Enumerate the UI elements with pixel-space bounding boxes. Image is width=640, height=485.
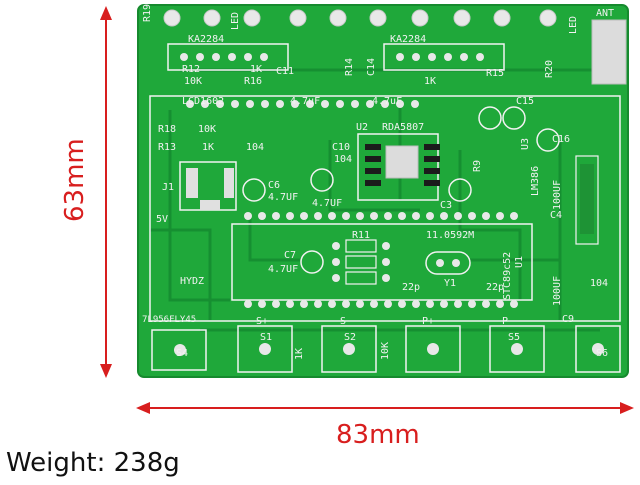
silk-r13: R13: [158, 142, 176, 153]
silk-p-plus: P+: [422, 316, 434, 327]
silk-ic-brand: 7L956FLY45: [142, 315, 196, 325]
silk-stc89c52: STC89c52: [502, 252, 513, 300]
silk-r18: R18: [158, 124, 176, 135]
silk-r16: R16: [244, 76, 262, 87]
silk-c14: C14: [366, 58, 377, 76]
silk-c16: C16: [552, 134, 570, 145]
height-label: 63mm: [60, 138, 90, 222]
silk-4-7uf-2: 4.7uF: [372, 96, 402, 107]
silk-led-top: LED: [230, 12, 241, 30]
silk-u3: U3: [520, 138, 531, 150]
silk-104-1: 104: [246, 142, 264, 153]
silk-s5: S5: [508, 332, 520, 343]
silk-104-2: 104: [334, 154, 352, 165]
silk-r14: R14: [344, 58, 355, 76]
silk-s4: S4: [176, 348, 188, 359]
silk-104-3: 104: [590, 278, 608, 289]
silk-c4: C4: [550, 210, 562, 221]
silk-c15: C15: [516, 96, 534, 107]
silk-c6: C6: [268, 180, 280, 191]
silk-c9: C9: [562, 314, 574, 325]
silk-y1: Y1: [444, 278, 456, 289]
pcb-board: KA2284 KA2284 LCD1602 RDA5807 U2 STC89c5…: [137, 4, 629, 378]
width-dimension-line: [136, 402, 634, 414]
silk-c7: C7: [284, 250, 296, 261]
silk-p-minus: P-: [502, 316, 514, 327]
silk-s-minus: S-: [340, 316, 352, 327]
silk-1k-btn: 1K: [294, 348, 305, 360]
silk-ka2284-1: KA2284: [188, 34, 224, 45]
silk-4-7uf-1: 4.7uF: [290, 96, 320, 107]
silk-lcd1602: LCD1602: [182, 96, 224, 107]
silk-s6: S6: [596, 348, 608, 359]
silk-s1: S1: [260, 332, 272, 343]
silk-s-plus: S+: [256, 316, 268, 327]
silk-s2: S2: [344, 332, 356, 343]
silk-1k-2: 1K: [424, 76, 436, 87]
silk-10k-1: 10K: [184, 76, 202, 87]
silk-22p-1: 22p: [402, 282, 420, 293]
silk-4-7uf-5: 4.7UF: [312, 198, 342, 209]
weight-text: Weight: 238g: [6, 448, 180, 478]
silk-4-7uf-3: 4.7UF: [268, 192, 298, 203]
silk-1k-1: 1K: [250, 64, 262, 75]
width-label: 83mm: [336, 420, 420, 450]
silk-c3: C3: [440, 200, 452, 211]
silk-r15: R15: [486, 68, 504, 79]
silk-r11: R11: [352, 230, 370, 241]
silk-4-7uf-4: 4.7UF: [268, 264, 298, 275]
silk-u1: U1: [514, 256, 525, 268]
silk-r19: R19: [142, 4, 153, 22]
height-dimension-line: [100, 6, 112, 378]
silk-r20: R20: [544, 60, 555, 78]
silk-100uf-2: 100UF: [552, 276, 563, 306]
silk-r12: R12: [182, 64, 200, 75]
silk-j1: J1: [162, 182, 174, 193]
silk-22p-2: 22p: [486, 282, 504, 293]
silk-rda5807: RDA5807: [382, 122, 424, 133]
silk-c11: C11: [276, 66, 294, 77]
silk-u2: U2: [356, 122, 368, 133]
silk-c10: C10: [332, 142, 350, 153]
silk-100uf-1: 100UF: [552, 180, 563, 210]
silk-10k-2: 10K: [198, 124, 216, 135]
silk-led-right: LED: [568, 16, 579, 34]
silk-ant: ANT: [596, 8, 614, 19]
silk-r9: R9: [472, 160, 483, 172]
silk-ka2284-2: KA2284: [390, 34, 426, 45]
silk-lm386: LM386: [530, 166, 541, 196]
silk-crystal-freq: 11.0592M: [426, 230, 474, 241]
silk-10k-btn: 10K: [380, 342, 391, 360]
silk-1k-3: 1K: [202, 142, 214, 153]
silk-5v: 5V: [156, 214, 168, 225]
silk-hydz: HYDZ: [180, 276, 204, 287]
